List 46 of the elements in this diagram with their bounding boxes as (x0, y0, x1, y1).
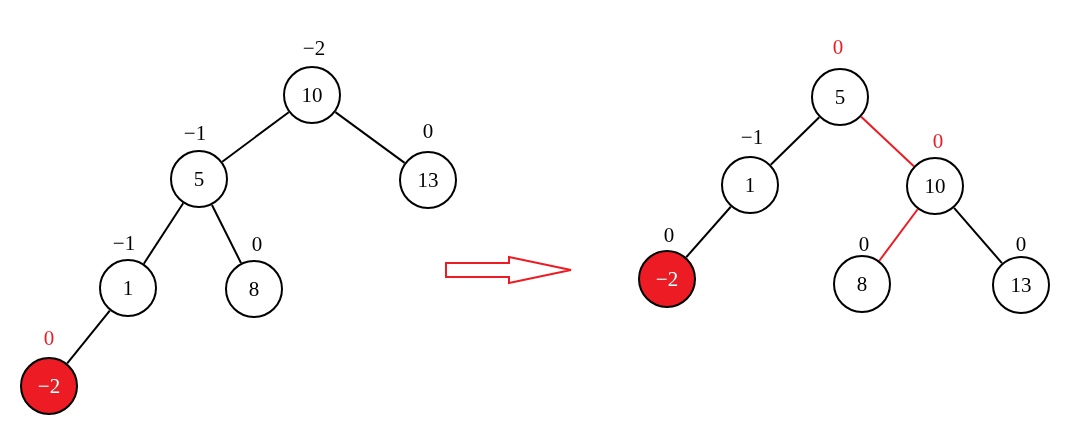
tree-node (283, 66, 341, 124)
tree-node (99, 259, 157, 317)
node-value: 8 (248, 278, 260, 300)
tree-node (225, 260, 283, 318)
tree-edge (142, 202, 185, 265)
tree-node (721, 156, 779, 214)
balance-factor: −1 (112, 232, 136, 254)
tree-node (906, 157, 964, 215)
tree-edge (221, 111, 290, 163)
node-value: 10 (924, 175, 946, 197)
tree-edge (878, 208, 919, 262)
tree-node (399, 151, 457, 209)
balance-factor: 0 (932, 130, 944, 152)
node-value: 1 (122, 277, 134, 299)
tree-node (833, 255, 891, 313)
node-value: 13 (417, 169, 439, 191)
node-value: 5 (834, 86, 846, 108)
balance-factor: 0 (832, 36, 844, 58)
highlighted-tree-node (20, 357, 78, 415)
tree-node (992, 256, 1050, 314)
tree-edge (860, 115, 915, 168)
tree-node (170, 150, 228, 208)
node-value: 8 (856, 273, 868, 295)
tree-edge (953, 206, 1003, 265)
node-value: 5 (193, 168, 205, 190)
balance-factor: 0 (422, 120, 434, 142)
tree-node (811, 68, 869, 126)
balance-factor: 0 (1015, 233, 1027, 255)
balance-factor: 0 (251, 233, 263, 255)
tree-edge (334, 111, 406, 164)
tree-edge (210, 203, 243, 265)
balance-factor: −1 (740, 126, 764, 148)
tree-edge (769, 116, 821, 166)
balance-factor: 0 (43, 327, 55, 349)
highlighted-tree-node (638, 250, 696, 308)
node-value: −2 (655, 268, 679, 290)
balance-factor: −2 (302, 37, 326, 59)
node-value: 13 (1010, 274, 1032, 296)
balance-factor: 0 (663, 224, 675, 246)
node-value: 1 (744, 174, 756, 196)
balance-factor: 0 (858, 233, 870, 255)
balance-factor: −1 (183, 122, 207, 144)
tree-edge (685, 205, 732, 259)
node-value: 10 (301, 84, 323, 106)
tree-edge (66, 309, 111, 365)
node-value: −2 (37, 375, 61, 397)
